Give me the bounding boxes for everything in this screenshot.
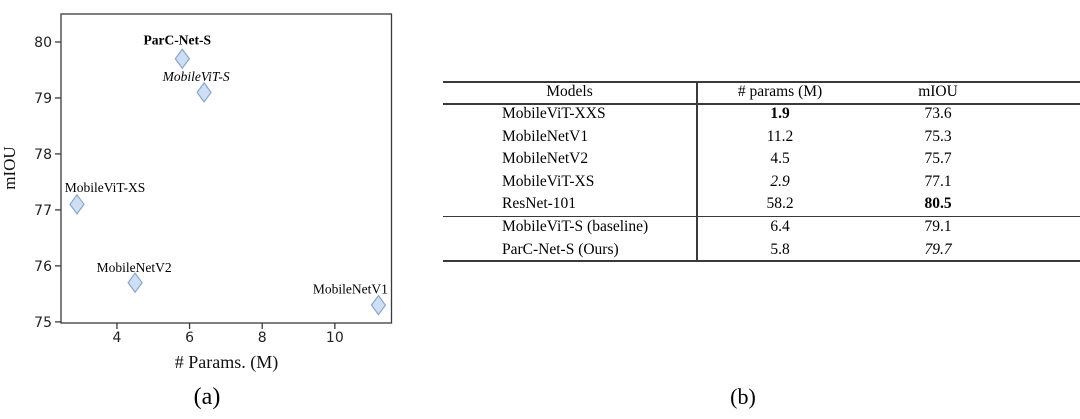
table-rule-mid — [443, 215, 1080, 217]
data-point-marker — [69, 193, 85, 215]
table-row: MobileViT-S (baseline) 6.4 79.1 — [443, 216, 1080, 239]
data-point-marker — [174, 48, 191, 70]
point-label: MobileViT-XS — [65, 180, 145, 195]
column-header-miou: mIOU — [918, 83, 958, 100]
point-label: MobileNetV1 — [313, 282, 388, 297]
table-column-divider — [696, 81, 698, 261]
table-row: MobileNetV2 4.5 75.7 — [443, 148, 1080, 171]
y-tick-label: 77 — [34, 203, 52, 219]
x-tick-label: 6 — [185, 330, 194, 346]
data-point-marker — [127, 272, 143, 294]
column-header-models: Models — [546, 83, 593, 100]
table-row: MobileViT-XS 2.9 77.1 — [443, 171, 1080, 194]
x-tick-label: 10 — [326, 330, 344, 346]
caption-b: (b) — [730, 384, 756, 409]
y-tick-label: 78 — [34, 147, 52, 163]
y-axis-label: mIOU — [0, 146, 19, 190]
cell-model: MobileViT-S (baseline) — [502, 218, 649, 235]
cell-model: ResNet-101 — [502, 195, 577, 212]
y-tick-label: 79 — [34, 91, 52, 107]
table-rule-top — [443, 81, 1080, 83]
results-table: Models # params (M) mIOU MobileViT-XXS 1.… — [443, 81, 1080, 262]
cell-miou: 79.1 — [924, 218, 952, 235]
y-tick-label: 76 — [34, 259, 52, 275]
table-header-row: Models # params (M) mIOU — [443, 81, 1080, 103]
cell-miou: 77.1 — [924, 172, 952, 190]
table-rule-bottom — [443, 260, 1080, 262]
point-label: MobileViT-S — [162, 69, 230, 84]
cell-miou: 79.7 — [924, 240, 952, 258]
cell-params: 4.5 — [770, 150, 790, 167]
x-tick-label: 8 — [258, 330, 267, 346]
x-axis-label: # Params. (M) — [174, 352, 279, 372]
cell-model: MobileViT-XS — [502, 172, 595, 190]
cell-miou: 75.7 — [924, 150, 952, 167]
table-row: ParC-Net-S (Ours) 5.8 79.7 — [443, 239, 1080, 262]
data-point-marker — [370, 294, 387, 316]
table-row: MobileViT-XXS 1.9 73.6 — [443, 103, 1080, 126]
scatter-plot-panel: 4 6 8 10 75 76 77 78 79 80 ParC-Net-S MobileViT-S Mo… — [0, 0, 440, 419]
cell-miou: 80.5 — [924, 195, 952, 212]
table-rule-header — [443, 103, 1080, 105]
point-label: MobileNetV2 — [97, 260, 172, 275]
cell-miou: 75.3 — [924, 127, 952, 145]
data-point-marker — [196, 81, 212, 103]
cell-model: MobileViT-XXS — [502, 105, 606, 122]
y-tick-label: 75 — [34, 315, 52, 331]
table-row: ResNet-101 58.2 80.5 — [443, 193, 1080, 216]
cell-miou: 73.6 — [924, 105, 952, 122]
cell-params: 11.2 — [766, 127, 794, 145]
caption-a: (a) — [193, 384, 221, 410]
cell-params: 1.9 — [770, 105, 790, 122]
cell-params: 5.8 — [770, 240, 790, 258]
cell-model: ParC-Net-S (Ours) — [502, 240, 619, 258]
table-row: MobileNetV1 11.2 75.3 — [443, 126, 1080, 149]
y-tick-label: 80 — [34, 35, 52, 51]
cell-params: 2.9 — [770, 172, 790, 190]
cell-model: MobileNetV2 — [502, 150, 589, 167]
cell-model: MobileNetV1 — [502, 127, 589, 145]
column-header-params: # params (M) — [737, 83, 823, 100]
x-tick-label: 4 — [112, 330, 121, 346]
point-label: ParC-Net-S — [144, 32, 211, 47]
plot-frame — [60, 13, 393, 324]
cell-params: 58.2 — [766, 195, 794, 212]
scatter-plot: 4 6 8 10 75 76 77 78 79 80 ParC-Net-S MobileViT-S Mo… — [34, 13, 393, 346]
cell-params: 6.4 — [770, 218, 790, 235]
